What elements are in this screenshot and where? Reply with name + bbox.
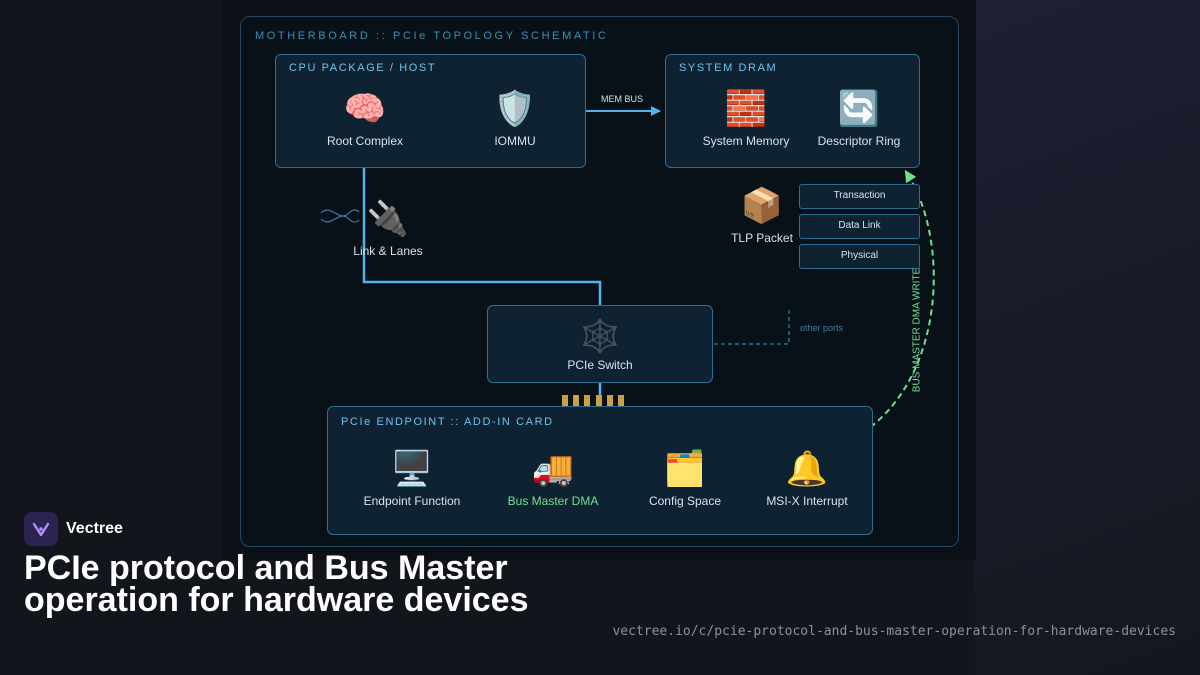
tlp-packet-label: TLP Packet (731, 231, 793, 245)
bus-master-dma-label: Bus Master DMA (507, 494, 599, 508)
card-index-dividers-icon: 🗂️ (663, 450, 707, 488)
brand-name: Vectree (66, 520, 123, 537)
endpoint-function-node[interactable]: 🖥️ Endpoint Function (342, 450, 482, 508)
pcie-switch-label: PCIe Switch (567, 358, 633, 372)
descriptor-ring-label: Descriptor Ring (817, 134, 901, 148)
root-complex-label: Root Complex (326, 134, 404, 148)
tlp-packet-node[interactable]: 📦 TLP Packet (692, 187, 832, 245)
edge-connector-pin (596, 395, 602, 408)
lane-squiggle-icon-2 (320, 215, 360, 223)
plug-icon: 🔌 (366, 200, 410, 238)
bus-master-dma-node[interactable]: 🚚 Bus Master DMA (483, 450, 623, 508)
motherboard-title: MOTHERBOARD :: PCIe TOPOLOGY SCHEMATIC (255, 30, 609, 42)
page-title: PCIe protocol and Bus Master operation f… (24, 549, 529, 619)
pcie-endpoint-box (327, 406, 873, 535)
dma-write-path (844, 169, 935, 444)
config-space-label: Config Space (648, 494, 722, 508)
endpoint-function-label: Endpoint Function (363, 494, 461, 508)
cpu-package-box (275, 54, 586, 168)
brand[interactable]: Vectree (24, 512, 123, 546)
background-gradient (975, 0, 1200, 675)
cpu-package-title: CPU PACKAGE / HOST (289, 62, 437, 74)
config-space-node[interactable]: 🗂️ Config Space (615, 450, 755, 508)
system-memory-node[interactable]: 🧱 System Memory (676, 90, 816, 148)
iommu-label: IOMMU (494, 134, 536, 148)
package-icon: 📦 (740, 187, 784, 225)
system-dram-box (665, 54, 920, 168)
layer-physical[interactable]: Physical (799, 244, 920, 269)
msi-x-interrupt-label: MSI-X Interrupt (766, 494, 848, 508)
edge-connector-pin (607, 395, 613, 408)
cycle-arrows-icon: 🔄 (837, 90, 881, 128)
truck-icon: 🚚 (531, 450, 575, 488)
link-lanes-node[interactable]: 🔌 Link & Lanes (318, 200, 458, 258)
iommu-node[interactable]: 🛡️ IOMMU (445, 90, 585, 148)
other-ports-label: other ports (800, 323, 844, 333)
root-complex-node[interactable]: 🧠 Root Complex (295, 90, 435, 148)
msi-x-interrupt-node[interactable]: 🔔 MSI-X Interrupt (737, 450, 877, 508)
brain-icon: 🧠 (343, 90, 387, 128)
pcie-endpoint-title: PCIe ENDPOINT :: ADD-IN CARD (341, 416, 554, 428)
pcie-switch-box[interactable] (487, 305, 713, 383)
descriptor-ring-node[interactable]: 🔄 Descriptor Ring (789, 90, 929, 148)
desktop-computer-icon: 🖥️ (390, 450, 434, 488)
page-url[interactable]: vectree.io/c/pcie-protocol-and-bus-maste… (612, 624, 1176, 639)
link-lanes-label: Link & Lanes (353, 244, 423, 258)
edge-connector-pin (584, 395, 590, 408)
edge-connector-pin (562, 395, 568, 408)
lane-squiggle-icon (320, 209, 360, 217)
mem-bus-label: MEM BUS (601, 94, 644, 104)
layer-transaction[interactable]: Transaction (799, 184, 920, 209)
dma-write-label: BUS MASTER DMA WRITE (911, 267, 923, 393)
edge-connector-pin (573, 395, 579, 408)
brick-icon: 🧱 (724, 90, 768, 128)
bell-icon: 🔔 (785, 450, 829, 488)
vectree-logo-icon (24, 512, 58, 546)
system-dram-title: SYSTEM DRAM (679, 62, 778, 74)
edge-connector-pin (618, 395, 624, 408)
pcie-switch-node: 🕸️ PCIe Switch (530, 318, 670, 372)
shield-icon: 🛡️ (493, 90, 537, 128)
layer-data-link[interactable]: Data Link (799, 214, 920, 239)
link-wire (362, 167, 602, 305)
system-memory-label: System Memory (702, 134, 790, 148)
spider-web-icon: 🕸️ (580, 318, 620, 354)
other-ports-line (714, 310, 790, 345)
